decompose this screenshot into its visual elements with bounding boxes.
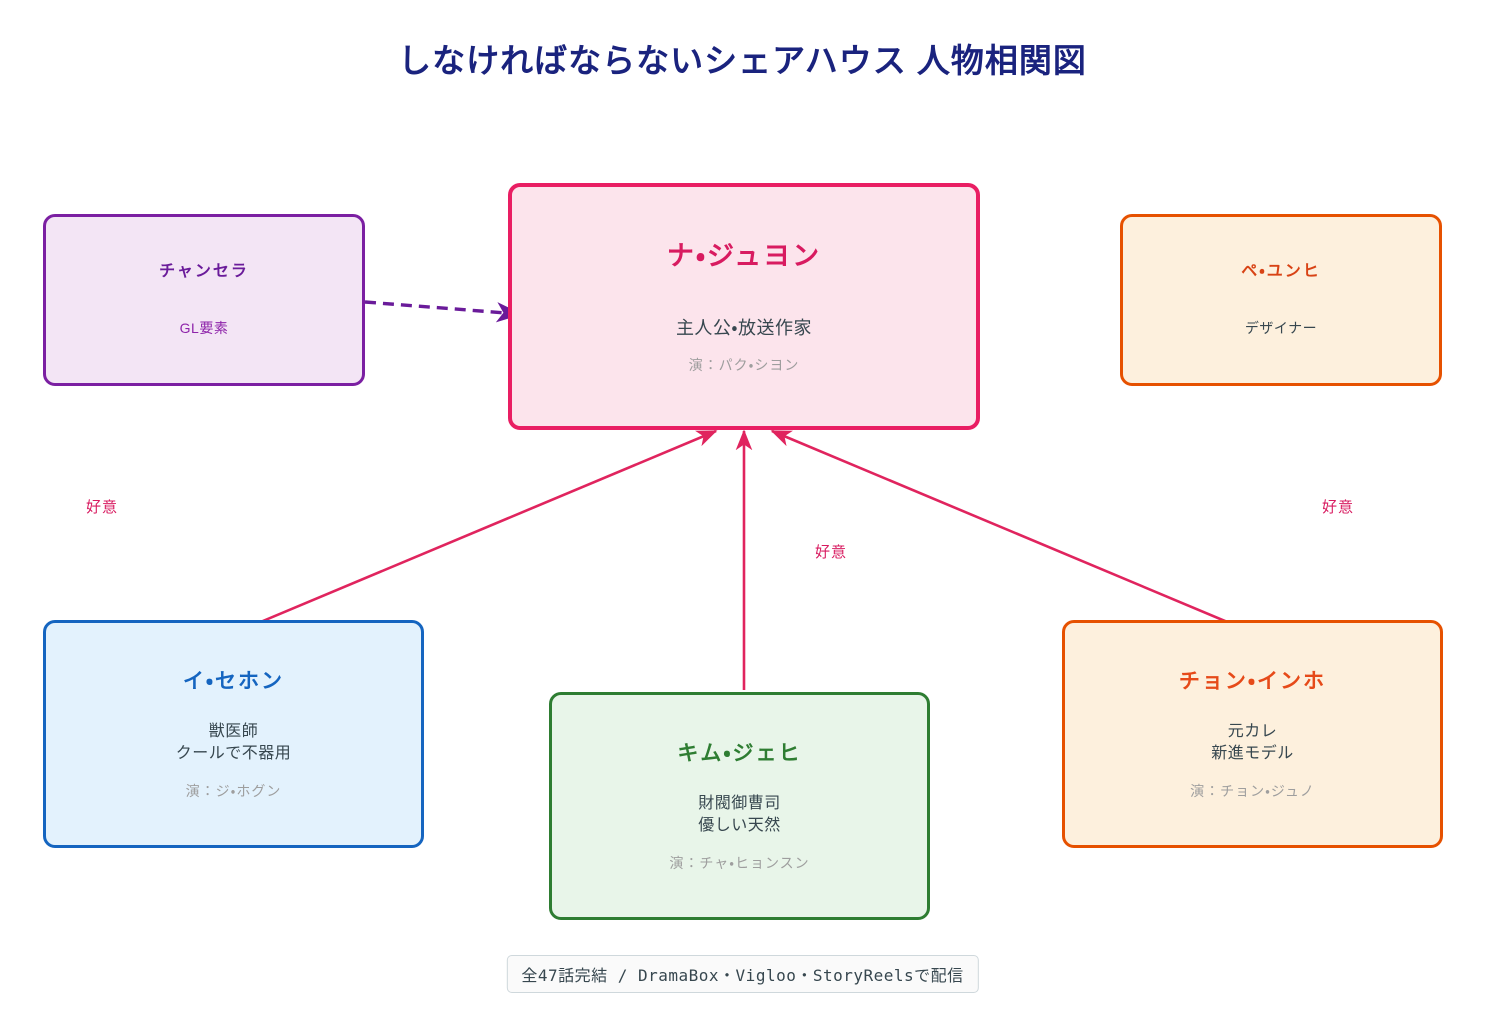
node-kimjehi-name: キム・ジェヒ bbox=[677, 741, 802, 765]
node-paeyunhi-role: デザイナー bbox=[1244, 319, 1318, 336]
edge-label-kimjehi-to-najuyon: 好意 bbox=[815, 544, 848, 561]
node-choninho-role: 元カレ新進モデル bbox=[1211, 722, 1294, 762]
node-kimjehi[interactable]: キム・ジェヒ 財閥御曹司優しい天然 演：チャ・ヒョンスン bbox=[549, 692, 930, 920]
node-isehon[interactable]: イ・セホン 獣医師クールで不器用 演：ジ・ホグン bbox=[43, 620, 424, 848]
node-chanseora[interactable]: チャンセラ GL要素 bbox=[43, 214, 365, 386]
edge-choninho-to-najuyon bbox=[770, 429, 1257, 636]
node-paeyunhi[interactable]: ペ・ユンヒ デザイナー bbox=[1120, 214, 1442, 386]
node-isehon-actor: 演：ジ・ホグン bbox=[185, 783, 282, 800]
node-choninho[interactable]: チョン・インホ 元カレ新進モデル 演：チョン・ジュノ bbox=[1062, 620, 1443, 848]
footer-caption: 全47話完結 / DramaBox・Vigloo・StoryReelsで配信 bbox=[506, 955, 979, 993]
edge-isehon-to-najuyon bbox=[231, 429, 718, 636]
node-choninho-actor: 演：チョン・ジュノ bbox=[1190, 783, 1315, 800]
edge-label-isehon-to-najuyon: 好意 bbox=[86, 499, 119, 516]
node-chanseora-name: チャンセラ bbox=[159, 263, 249, 281]
node-chanseora-role: GL要素 bbox=[179, 319, 229, 336]
edge-chanseora-to-najuyon bbox=[364, 300, 523, 323]
page-title: しなければならないシェアハウス 人物相関図 bbox=[398, 42, 1087, 79]
node-isehon-name: イ・セホン bbox=[182, 669, 285, 693]
node-najuyon-role: 主人公・放送作家 bbox=[675, 317, 813, 338]
node-kimjehi-role: 財閥御曹司優しい天然 bbox=[698, 794, 781, 834]
node-najuyon-name: ナ・ジュヨン bbox=[666, 240, 822, 271]
node-kimjehi-actor: 演：チャ・ヒョンスン bbox=[669, 855, 810, 872]
node-najuyon[interactable]: ナ・ジュヨン 主人公・放送作家 演：パク・シヨン bbox=[508, 183, 980, 430]
node-najuyon-actor: 演：パク・シヨン bbox=[688, 357, 800, 374]
edge-label-choninho-to-najuyon: 好意 bbox=[1322, 499, 1355, 516]
node-isehon-role: 獣医師クールで不器用 bbox=[175, 722, 292, 762]
node-choninho-name: チョン・インホ bbox=[1178, 669, 1327, 693]
node-paeyunhi-name: ペ・ユンヒ bbox=[1241, 263, 1321, 281]
